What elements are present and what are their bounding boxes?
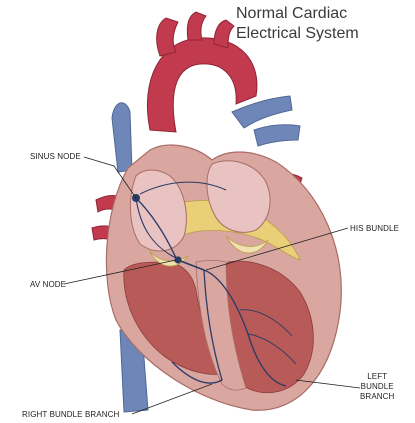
- title-line-1: Normal Cardiac: [236, 4, 411, 24]
- pulmonary-vein-lower: [254, 125, 300, 146]
- brachiocephalic-artery: [157, 18, 178, 56]
- left-bundle-branch-label-line-3: BRANCH: [360, 392, 394, 402]
- title-line-2: Electrical System: [236, 24, 411, 44]
- right-bundle-branch-label: RIGHT BUNDLE BRANCH: [22, 410, 119, 419]
- av-node-label: AV NODE: [30, 280, 66, 289]
- diagram-title: Normal Cardiac Electrical System: [236, 4, 411, 44]
- left-bundle-branch-label-line-2: BUNDLE: [360, 382, 394, 392]
- left-carotid-artery: [187, 12, 206, 40]
- sinus-node-label: SINUS NODE: [30, 152, 81, 161]
- his-bundle-label: HIS BUNDLE: [350, 224, 399, 233]
- left-bundle-branch-label-line-1: LEFT: [360, 372, 394, 382]
- left-bundle-branch-label: LEFT BUNDLE BRANCH: [360, 372, 394, 402]
- superior-vena-cava: [112, 103, 132, 172]
